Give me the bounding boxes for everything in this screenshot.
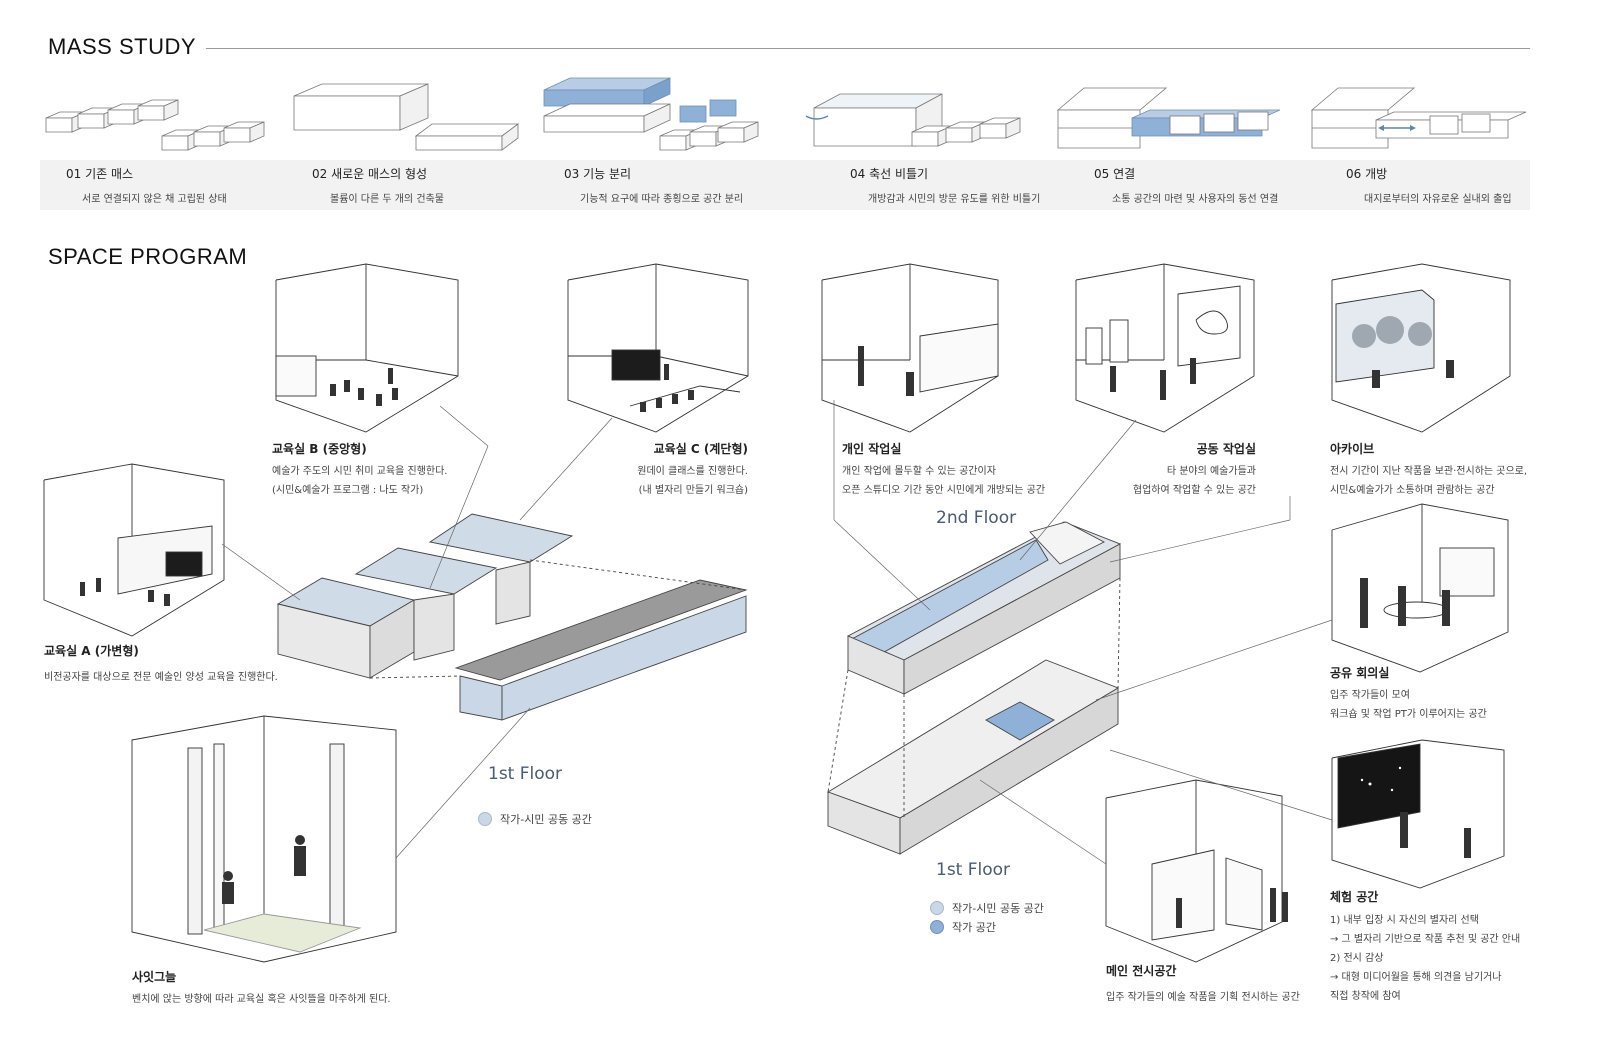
experience-drawing [1331, 739, 1505, 889]
mass-step-01-desc: 서로 연결되지 않은 채 고립된 상태 [82, 194, 227, 205]
experience-line-5: 직접 창작에 참여 [1330, 991, 1401, 1002]
experience-line-4: → 대형 미디어월을 통해 의견을 남기거나 [1330, 972, 1502, 983]
left-legend-shared-label: 작가-시민 공동 공간 [500, 813, 592, 826]
room-a-title: 교육실 A (가변형) [44, 644, 139, 658]
mass-step-02-desc: 볼륨이 다른 두 개의 건축물 [330, 194, 444, 205]
experience-line-1: 1) 내부 입장 시 자신의 별자리 선택 [1330, 915, 1479, 926]
room-b-line-2: (시민&예술가 프로그램 : 나도 작가) [272, 485, 424, 496]
room-b-line-1: 예술가 주도의 시민 취미 교육을 진행한다. [272, 466, 448, 477]
left-legend-shared: 작가-시민 공동 공간 [478, 811, 592, 827]
experience-line-2: → 그 별자리 기반으로 작품 추천 및 공간 안내 [1330, 934, 1521, 945]
meeting-line-2: 워크숍 및 작업 PT가 이루어지는 공간 [1330, 709, 1487, 720]
mass-icon-06 [1310, 87, 1527, 149]
experience-line-3: 2) 전시 감상 [1330, 953, 1384, 964]
room-c-line-1: 원데이 클래스를 진행한다. [637, 466, 748, 477]
archive-line-1: 전시 기간이 지난 작품을 보관·전시하는 곳으로, [1330, 466, 1528, 477]
personal-title: 개인 작업실 [842, 442, 902, 456]
mass-step-04-title: 04 축선 비틀기 [850, 167, 929, 181]
mass-icon-03 [543, 77, 759, 151]
legend-swatch-dark [930, 920, 944, 934]
gap-title: 사잇그늘 [132, 970, 177, 984]
gap-drawing [131, 715, 397, 963]
mass-step-05-desc: 소통 공간의 마련 및 사용자의 동선 연결 [1112, 194, 1279, 205]
mass-steps-band [40, 160, 1530, 210]
personal-line-1: 개인 작업에 몰두할 수 있는 공간이자 [842, 466, 996, 477]
mass-step-04-desc: 개방감과 시민의 방문 유도를 위한 비틀기 [868, 194, 1041, 205]
mass-step-06-title: 06 개방 [1346, 167, 1388, 181]
mass-step-03-title: 03 기능 분리 [564, 167, 632, 181]
main-exhibit-drawing [1105, 779, 1288, 963]
mass-icon-01 [45, 99, 265, 151]
mass-study-title: MASS STUDY [48, 34, 197, 59]
space-program-title: SPACE PROGRAM [48, 244, 248, 269]
meeting-drawing [1331, 503, 1509, 673]
mass-icon-02 [293, 83, 520, 151]
mass-step-02-title: 02 새로운 매스의 형성 [312, 167, 428, 181]
archive-drawing [1331, 263, 1511, 433]
right-2f-label: 2nd Floor [936, 508, 1017, 528]
room-a-line-1: 비전공자를 대상으로 전문 예술인 양성 교육을 진행한다. [44, 672, 278, 683]
shared-work-drawing [1075, 263, 1255, 433]
right-legend-artist-label: 작가 공간 [952, 921, 996, 934]
mass-step-05-title: 05 연결 [1094, 167, 1136, 181]
room-c-drawing [567, 263, 749, 433]
room-b-title: 교육실 B (중앙형) [272, 442, 367, 456]
room-a-drawing [43, 463, 225, 637]
mass-step-01-title: 01 기존 매스 [66, 167, 134, 181]
personal-line-2: 오픈 스튜디오 기간 동안 시민에게 개방되는 공간 [842, 485, 1046, 496]
personal-drawing [821, 263, 999, 433]
mass-study-rule [206, 48, 1530, 49]
room-b-drawing [275, 263, 459, 433]
left-1f-drawing [276, 513, 748, 721]
legend-swatch-light [930, 901, 944, 915]
meeting-title: 공유 회의실 [1330, 666, 1390, 680]
right-1f-label: 1st Floor [936, 860, 1011, 880]
mass-icon-04 [805, 93, 1021, 147]
experience-title: 체험 공간 [1330, 890, 1379, 904]
archive-title: 아카이브 [1330, 442, 1375, 456]
meeting-line-1: 입주 작가들이 모여 [1330, 690, 1410, 701]
right-1f-drawing [826, 577, 1121, 855]
legend-swatch-light [478, 812, 492, 826]
right-2f-drawing [846, 521, 1122, 695]
mass-icon-05 [1056, 87, 1281, 149]
shared-work-line-1: 타 분야의 예술가들과 [1166, 466, 1256, 477]
main-exhibit-line-1: 입주 작가들의 예술 작품을 기획 전시하는 공간 [1106, 992, 1300, 1003]
leader-lines [221, 400, 1333, 865]
shared-work-title: 공동 작업실 [1196, 442, 1256, 456]
archive-line-2: 시민&예술가가 소통하며 관람하는 공간 [1330, 485, 1495, 496]
gap-line-1: 벤치에 앉는 방향에 따라 교육실 혹은 사잇뜰을 마주하게 된다. [132, 994, 391, 1005]
main-exhibit-title: 메인 전시공간 [1106, 964, 1177, 978]
room-c-line-2: (내 별자리 만들기 워크숍) [638, 485, 748, 496]
right-legend-artist: 작가 공간 [930, 919, 996, 935]
mass-step-03-desc: 기능적 요구에 따라 종횡으로 공간 분리 [580, 194, 744, 205]
right-legend-shared-label: 작가-시민 공동 공간 [952, 902, 1044, 915]
mass-step-06-desc: 대지로부터의 자유로운 실내외 출입 [1364, 194, 1512, 205]
shared-work-line-2: 협업하여 작업할 수 있는 공간 [1132, 485, 1256, 496]
room-c-title: 교육실 C (계단형) [653, 442, 748, 456]
right-legend-shared: 작가-시민 공동 공간 [930, 900, 1044, 916]
left-1f-label: 1st Floor [488, 764, 563, 784]
